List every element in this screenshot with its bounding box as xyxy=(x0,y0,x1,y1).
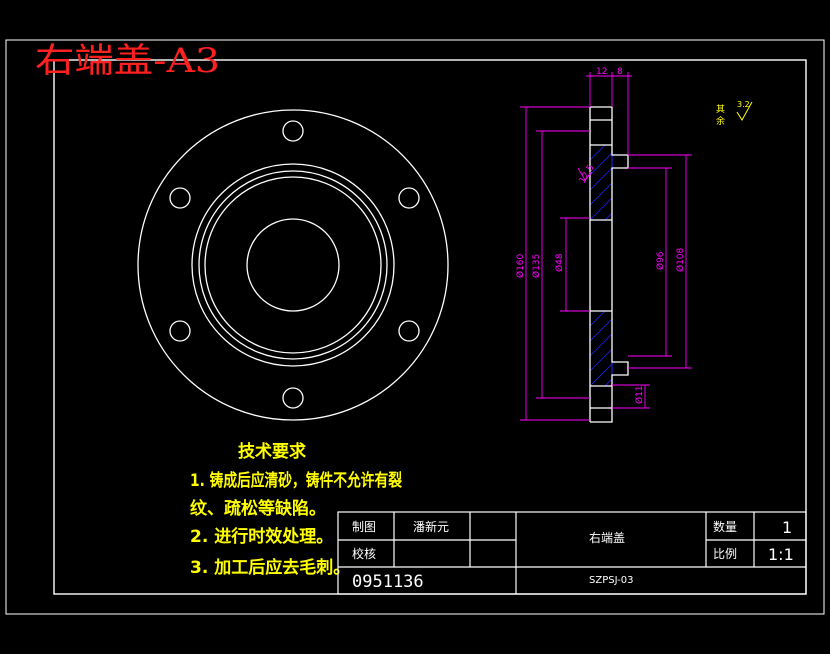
dim-outer-diameter: Ø160 xyxy=(515,253,526,278)
tech-req-heading: 技术要求 xyxy=(238,441,306,462)
dim-pilot-diameter: Ø108 xyxy=(675,247,686,272)
technical-requirements: 技术要求 1. 铸成后应清砂，铸件不允许有裂 纹、疏松等缺陷。 2. 进行时效处… xyxy=(190,441,402,578)
bore-circle xyxy=(246,218,340,312)
dimension-texts: 12 8 Ø160 Ø135 Ø48 Ø96 Ø108 12.5 Ø11 xyxy=(515,67,686,404)
tech-req-line1: 1. 铸成后应清砂，铸件不允许有裂 xyxy=(190,470,402,491)
dim-bottom: Ø11 xyxy=(634,385,645,404)
drawing-title: 右端盖-A3 xyxy=(35,41,220,81)
dim-boss-diameter: Ø96 xyxy=(655,251,666,270)
tech-req-line4: 3. 加工后应去毛刺。 xyxy=(190,557,350,578)
section-view xyxy=(589,106,629,423)
scale-value: 1:1 xyxy=(768,545,794,564)
drawn-by-name: 潘新元 xyxy=(413,519,449,534)
bolt-hole-2 xyxy=(398,187,420,209)
surface-note: 其 余 3.2 xyxy=(716,100,753,127)
dimension-lines xyxy=(520,72,692,421)
dim-top-b: 8 xyxy=(617,67,623,77)
section-outline-upper xyxy=(590,106,629,220)
shoulder-circle-outer xyxy=(191,163,395,367)
dim-bore-diameter: Ø48 xyxy=(554,253,565,272)
quantity-value: 1 xyxy=(782,518,792,537)
tech-req-line2: 纹、疏松等缺陷。 xyxy=(190,498,326,519)
bolt-hole-6 xyxy=(169,187,191,209)
inner-frame xyxy=(53,59,807,595)
dim-top-a: 12 xyxy=(596,67,607,77)
surface-note-roughness: 3.2 xyxy=(737,100,750,109)
student-id: 0951136 xyxy=(352,572,424,592)
bolt-hole-3 xyxy=(398,320,420,342)
drawing-number: SZPSJ-03 xyxy=(589,575,634,586)
surface-note-text2: 余 xyxy=(716,115,725,127)
bolt-hole-5 xyxy=(169,320,191,342)
title-block-texts: 制图 潘新元 校核 0951136 右端盖 SZPSJ-03 数量 1 比例 1… xyxy=(352,518,794,592)
outer-frame xyxy=(5,39,825,615)
tech-req-line3: 2. 进行时效处理。 xyxy=(190,526,333,547)
roughness-symbol-icon xyxy=(736,101,753,121)
dim-roughness-side: 12.5 xyxy=(578,163,597,185)
scale-label: 比例 xyxy=(713,547,737,561)
checked-label: 校核 xyxy=(352,546,376,561)
dim-pitch-diameter: Ø135 xyxy=(531,254,542,278)
section-outline-lower xyxy=(590,311,629,423)
shoulder-circle-mid xyxy=(198,170,388,360)
front-view xyxy=(137,109,449,421)
surface-note-text1: 其 xyxy=(716,104,725,115)
drawn-by-label: 制图 xyxy=(352,520,376,534)
hatch-lines xyxy=(589,144,613,387)
part-name: 右端盖 xyxy=(589,530,625,545)
outer-circle xyxy=(137,109,449,421)
bolt-hole-1 xyxy=(282,120,304,142)
bolt-hole-4 xyxy=(282,387,304,409)
shoulder-circle-inner xyxy=(204,176,382,354)
title-block xyxy=(337,511,807,595)
quantity-label: 数量 xyxy=(713,519,737,534)
